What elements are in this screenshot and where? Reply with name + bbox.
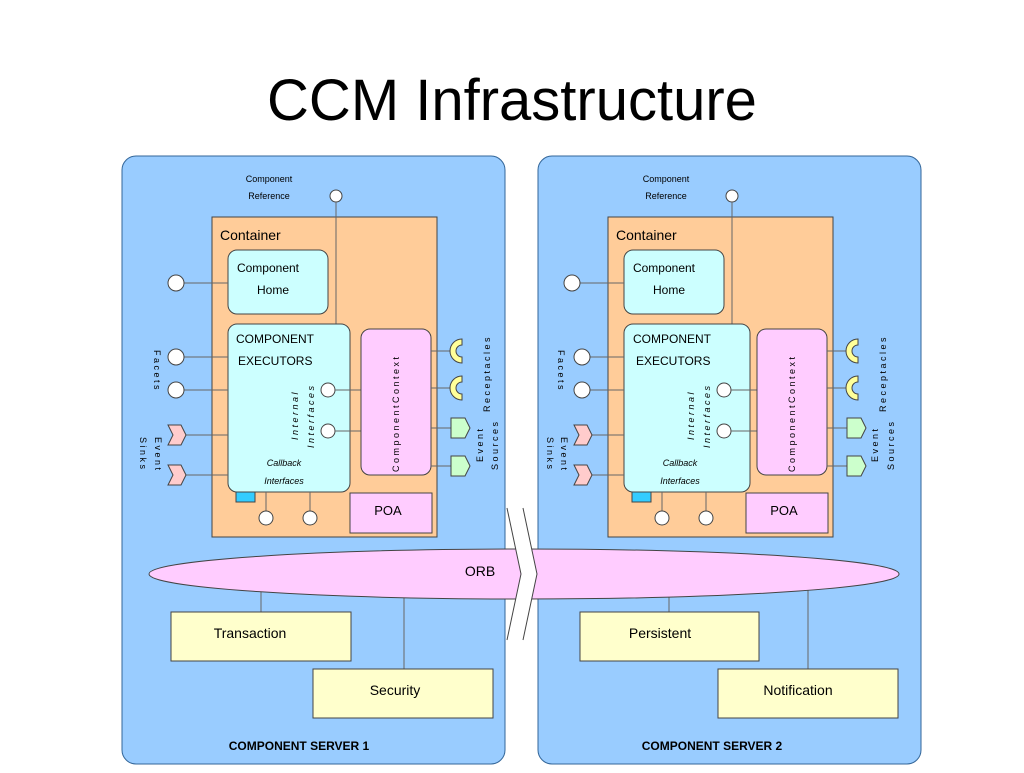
- component-context-label: C o m p o n e n t C o n t e x t: [391, 356, 401, 472]
- executors-label: EXECUTORS: [238, 354, 312, 368]
- event-source-port[interactable]: [846, 455, 867, 477]
- component-executors-box[interactable]: [227, 323, 351, 493]
- receptacles-label: R e c e p t a c l e s: [482, 337, 492, 412]
- event-sink-port[interactable]: [573, 424, 593, 446]
- facet-port[interactable]: [167, 348, 185, 366]
- orb-break-line: [506, 507, 522, 641]
- component-reference-label: Reference: [645, 191, 687, 201]
- facets-label: F a c e t s: [556, 350, 566, 390]
- event-sources-label: S o u r c e s: [886, 421, 896, 470]
- callback-port[interactable]: [302, 510, 318, 526]
- component-executors-box[interactable]: [623, 323, 751, 493]
- callback-interfaces-label: Callback: [663, 458, 698, 468]
- internal-interface-port[interactable]: [716, 423, 732, 439]
- event-sinks-label: E v e n t: [559, 437, 569, 471]
- event-sources-label: E v e n t: [475, 428, 485, 462]
- component-context-box[interactable]: [756, 328, 828, 476]
- component-home-label: Home: [653, 283, 685, 297]
- notification-service-box[interactable]: [717, 668, 899, 719]
- callback-port[interactable]: [698, 510, 714, 526]
- event-source-port[interactable]: [846, 417, 867, 439]
- cyan-tab: [235, 491, 256, 503]
- cyan-tab: [631, 491, 652, 503]
- component-home-label: Component: [237, 261, 300, 275]
- service-label: Transaction: [214, 625, 287, 641]
- executors-label: COMPONENT: [633, 332, 712, 346]
- facet-port[interactable]: [573, 381, 591, 399]
- internal-interface-port[interactable]: [320, 382, 336, 398]
- component-reference-label: Component: [643, 174, 690, 184]
- service-label: Notification: [763, 682, 832, 698]
- internal-interfaces-label: I n t e r n a l: [290, 391, 300, 440]
- component-reference-label: Component: [246, 174, 293, 184]
- event-source-port[interactable]: [450, 455, 471, 477]
- facet-port[interactable]: [167, 381, 185, 399]
- event-sink-port[interactable]: [167, 464, 187, 486]
- poa-box[interactable]: [745, 492, 829, 534]
- slide-title: CCM Infrastructure: [267, 68, 757, 133]
- event-sink-port[interactable]: [573, 464, 593, 486]
- security-service-box[interactable]: [312, 668, 494, 719]
- event-sinks-label: E v e n t: [153, 437, 163, 471]
- component-server-1: Component Reference Container Component …: [121, 155, 506, 765]
- receptacle-port[interactable]: [845, 338, 859, 364]
- poa-label: POA: [770, 503, 798, 518]
- poa-label: POA: [374, 503, 402, 518]
- executors-label: COMPONENT: [236, 332, 315, 346]
- callback-port[interactable]: [258, 510, 274, 526]
- event-sinks-label: S i n k s: [138, 437, 148, 470]
- facets-label: F a c e t s: [152, 350, 162, 390]
- persistent-service-box[interactable]: [579, 611, 760, 662]
- component-context-label: C o m p o n e n t C o n t e x t: [787, 356, 797, 472]
- internal-interfaces-label: I n t e r n a l: [686, 391, 696, 440]
- server-title: COMPONENT SERVER 2: [642, 739, 783, 753]
- event-sink-port[interactable]: [167, 424, 187, 446]
- container-label: Container: [220, 227, 281, 243]
- internal-interface-port[interactable]: [716, 382, 732, 398]
- component-context-box[interactable]: [360, 328, 432, 476]
- internal-interface-port[interactable]: [320, 423, 336, 439]
- orb-break-line: [522, 507, 538, 641]
- internal-interfaces-label: I n t e r f a c e s: [702, 385, 712, 448]
- component-reference-port[interactable]: [329, 189, 343, 203]
- container-label: Container: [616, 227, 677, 243]
- service-label: Persistent: [629, 625, 691, 641]
- event-sinks-label: S i n k s: [545, 437, 555, 470]
- component-reference-label: Reference: [248, 191, 290, 201]
- callback-port[interactable]: [654, 510, 670, 526]
- orb-label: ORB: [465, 563, 495, 579]
- service-label: Security: [370, 682, 421, 698]
- component-home-label: Home: [257, 283, 289, 297]
- callback-interfaces-label: Interfaces: [264, 476, 304, 486]
- receptacles-label: R e c e p t a c l e s: [878, 337, 888, 412]
- component-home-box[interactable]: [623, 249, 725, 315]
- home-port[interactable]: [167, 274, 185, 292]
- component-reference-port[interactable]: [725, 189, 739, 203]
- receptacle-port[interactable]: [845, 375, 859, 401]
- receptacle-port[interactable]: [449, 338, 463, 364]
- component-home-label: Component: [633, 261, 696, 275]
- poa-box[interactable]: [349, 492, 433, 534]
- event-sources-label: S o u r c e s: [490, 421, 500, 470]
- home-port[interactable]: [563, 274, 581, 292]
- event-source-port[interactable]: [450, 417, 471, 439]
- transaction-service-box[interactable]: [170, 611, 352, 662]
- orb: ORB: [148, 507, 900, 641]
- facet-port[interactable]: [573, 348, 591, 366]
- component-home-box[interactable]: [227, 249, 329, 315]
- component-server-2: Component Reference Container Component …: [537, 155, 922, 765]
- callback-interfaces-label: Callback: [267, 458, 302, 468]
- executors-label: EXECUTORS: [636, 354, 710, 368]
- event-sources-label: E v e n t: [870, 428, 880, 462]
- internal-interfaces-label: I n t e r f a c e s: [306, 385, 316, 448]
- server-title: COMPONENT SERVER 1: [229, 739, 370, 753]
- callback-interfaces-label: Interfaces: [660, 476, 700, 486]
- receptacle-port[interactable]: [449, 375, 463, 401]
